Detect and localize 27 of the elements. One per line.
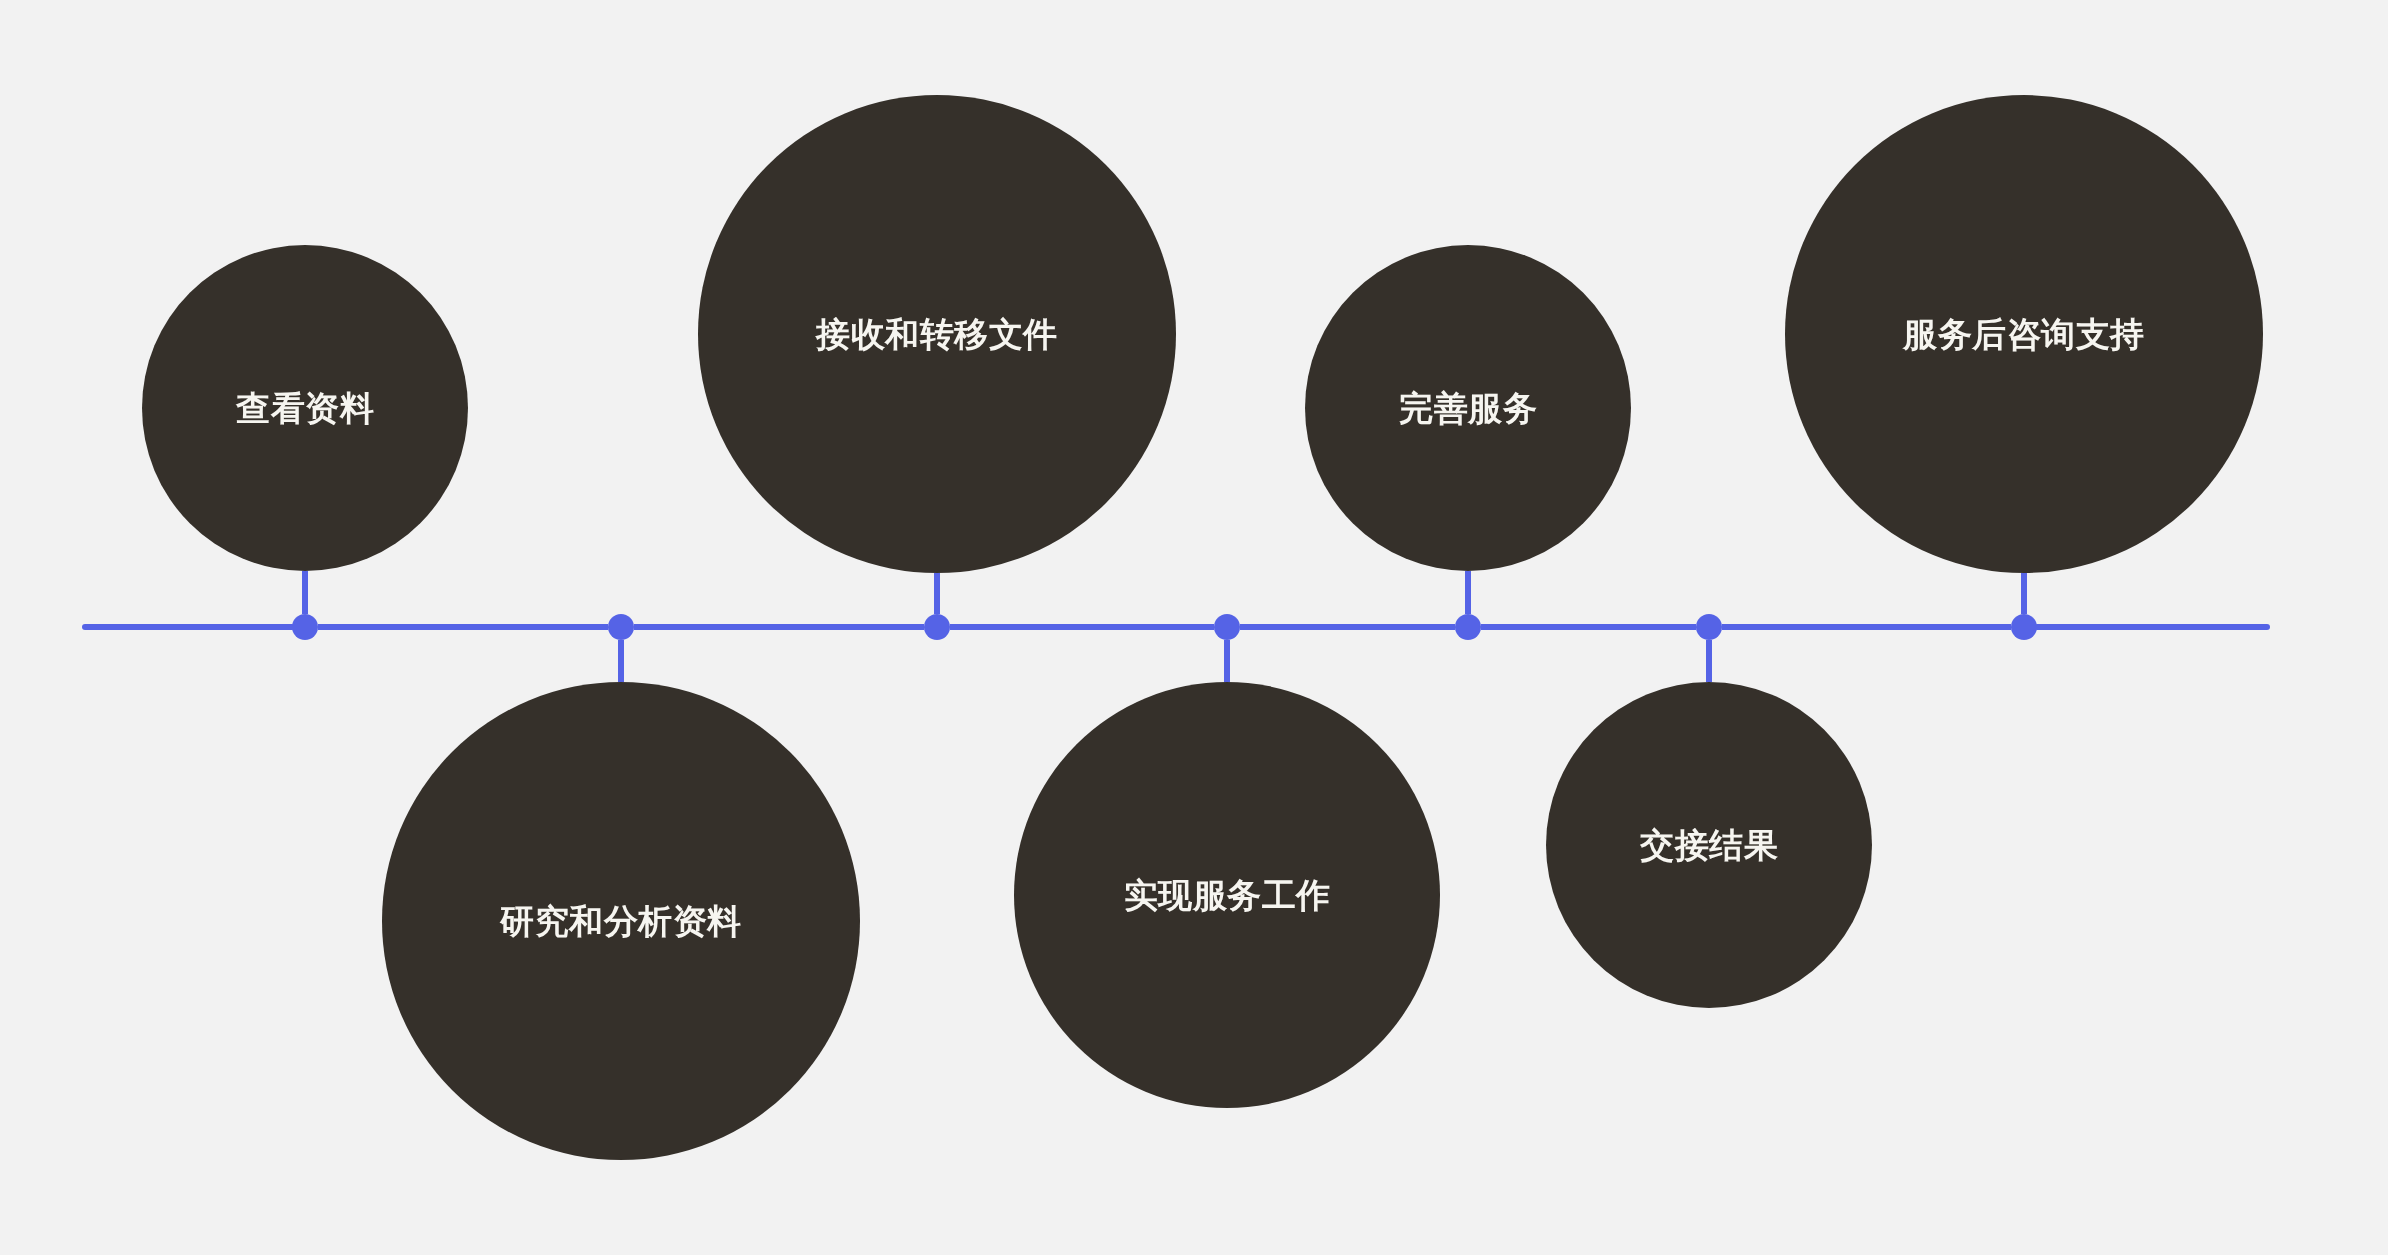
timeline-dot (1214, 614, 1240, 640)
step-label: 交接结果 (1640, 824, 1778, 866)
timeline-dot (608, 614, 634, 640)
connector-line (302, 571, 308, 614)
timeline-line (950, 624, 1214, 630)
timeline-dot (292, 614, 318, 640)
connector-line (1706, 640, 1712, 682)
step-label: 实现服务工作 (1123, 874, 1331, 916)
timeline-dot (1455, 614, 1481, 640)
step-label: 查看资料 (236, 387, 374, 429)
timeline-line (1722, 624, 2011, 630)
connector-line (618, 640, 624, 682)
connector-line (934, 573, 940, 614)
connector-line (2021, 573, 2027, 614)
step-label: 完善服务 (1399, 387, 1537, 429)
step-label: 接收和转移文件 (816, 313, 1058, 355)
timeline-line (1481, 624, 1696, 630)
timeline-line (318, 624, 608, 630)
timeline-dot (1696, 614, 1722, 640)
connector-line (1224, 640, 1230, 682)
timeline-line (634, 624, 924, 630)
step-label: 服务后咨询支持 (1903, 313, 2145, 355)
timeline-dot (2011, 614, 2037, 640)
connector-line (1465, 571, 1471, 614)
timeline-dot (924, 614, 950, 640)
step-label: 研究和分析资料 (500, 900, 742, 942)
timeline-line (1240, 624, 1455, 630)
